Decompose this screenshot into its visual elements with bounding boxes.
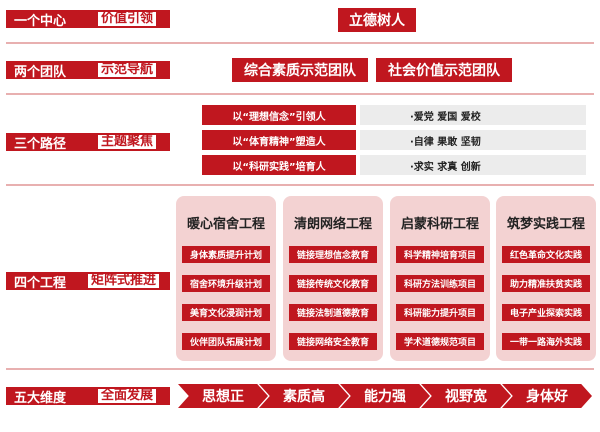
project-title-1: 暖心宿舍工程 [186,217,265,232]
project-card-1: 暖心宿舍工程 身体素质提升计划 宿舍环境升级计划 美育文化浸润计划 伙伴团队拓展… [176,196,276,361]
row3-sub-text: 主题聚焦 [98,135,157,149]
divider-4 [6,368,594,370]
project-card-2: 清朗网络工程 链接理想信念教育 链接传统文化教育 链接法制道德教育 链接网络安全… [283,196,383,361]
team-box-1: 综合素质示范团队 [232,58,368,82]
path-right-1: ·爱党 爱国 爱校 [360,105,586,125]
divider-1 [6,42,594,44]
divider-3 [6,184,594,186]
row1-label-text: 一个中心 [14,13,67,29]
row2-label: 两个团队 示范导航 [6,61,170,80]
row5-sub-text: 全面发展 [98,389,157,403]
project-4-item-4: 一带一路海外实践 [502,333,590,350]
project-2-item-3: 链接法制道德教育 [289,304,377,321]
project-title-3: 启蒙科研工程 [400,217,479,232]
project-2-item-4: 链接网络安全教育 [289,333,377,350]
dimension-chevron-5: 身体好 [502,384,592,408]
project-4-item-3: 电子产业探索实践 [502,304,590,321]
project-4-item-2: 助力精准扶贫实践 [502,275,590,292]
row4-label: 四个工程 矩阵式推进 [6,272,170,291]
dimension-chevron-4: 视野宽 [421,384,511,408]
row2-sub-text: 示范导航 [98,63,157,77]
dimension-chevron-3: 能力强 [340,384,430,408]
dimension-chevron-2: 素质高 [259,384,349,408]
row1-label: 一个中心 价值引领 [6,10,170,29]
project-card-4: 筑梦实践工程 红色革命文化实践 助力精准扶贫实践 电子产业探索实践 一带一路海外… [496,196,596,361]
path-left-2: 以“体育精神”塑造人 [202,130,356,150]
project-1-item-3: 美育文化浸润计划 [182,304,270,321]
row3-label-text: 三个路径 [14,136,67,152]
path-right-2: ·自律 果敢 坚韧 [360,130,586,150]
project-2-item-1: 链接理想信念教育 [289,246,377,263]
center-box: 立德树人 [338,8,416,32]
path-right-3: ·求实 求真 创新 [360,155,586,175]
project-title-4: 筑梦实践工程 [506,217,585,232]
row4-sub-text: 矩阵式推进 [88,274,160,288]
project-1-item-1: 身体素质提升计划 [182,246,270,263]
project-title-2: 清朗网络工程 [293,217,372,232]
row5-label: 五大维度 全面发展 [6,387,170,406]
project-4-item-1: 红色革命文化实践 [502,246,590,263]
project-1-item-2: 宿舍环境升级计划 [182,275,270,292]
project-3-item-1: 科学精神培育项目 [396,246,484,263]
row5-label-text: 五大维度 [14,390,67,406]
project-3-item-2: 科研方法训练项目 [396,275,484,292]
project-2-item-2: 链接传统文化教育 [289,275,377,292]
row2-label-text: 两个团队 [14,64,67,80]
row4-label-text: 四个工程 [14,275,67,291]
divider-2 [6,93,594,95]
project-3-item-4: 学术道德规范项目 [396,333,484,350]
project-card-3: 启蒙科研工程 科学精神培育项目 科研方法训练项目 科研能力提升项目 学术道德规范… [390,196,490,361]
row1-sub-text: 价值引领 [98,12,157,26]
path-left-1: 以“理想信念”引领人 [202,105,356,125]
dimension-chevron-1: 思想正 [178,384,268,408]
path-left-3: 以“科研实践”培育人 [202,155,356,175]
project-1-item-4: 伙伴团队拓展计划 [182,333,270,350]
row3-label: 三个路径 主题聚焦 [6,133,170,152]
team-box-2: 社会价值示范团队 [376,58,512,82]
project-3-item-3: 科研能力提升项目 [396,304,484,321]
